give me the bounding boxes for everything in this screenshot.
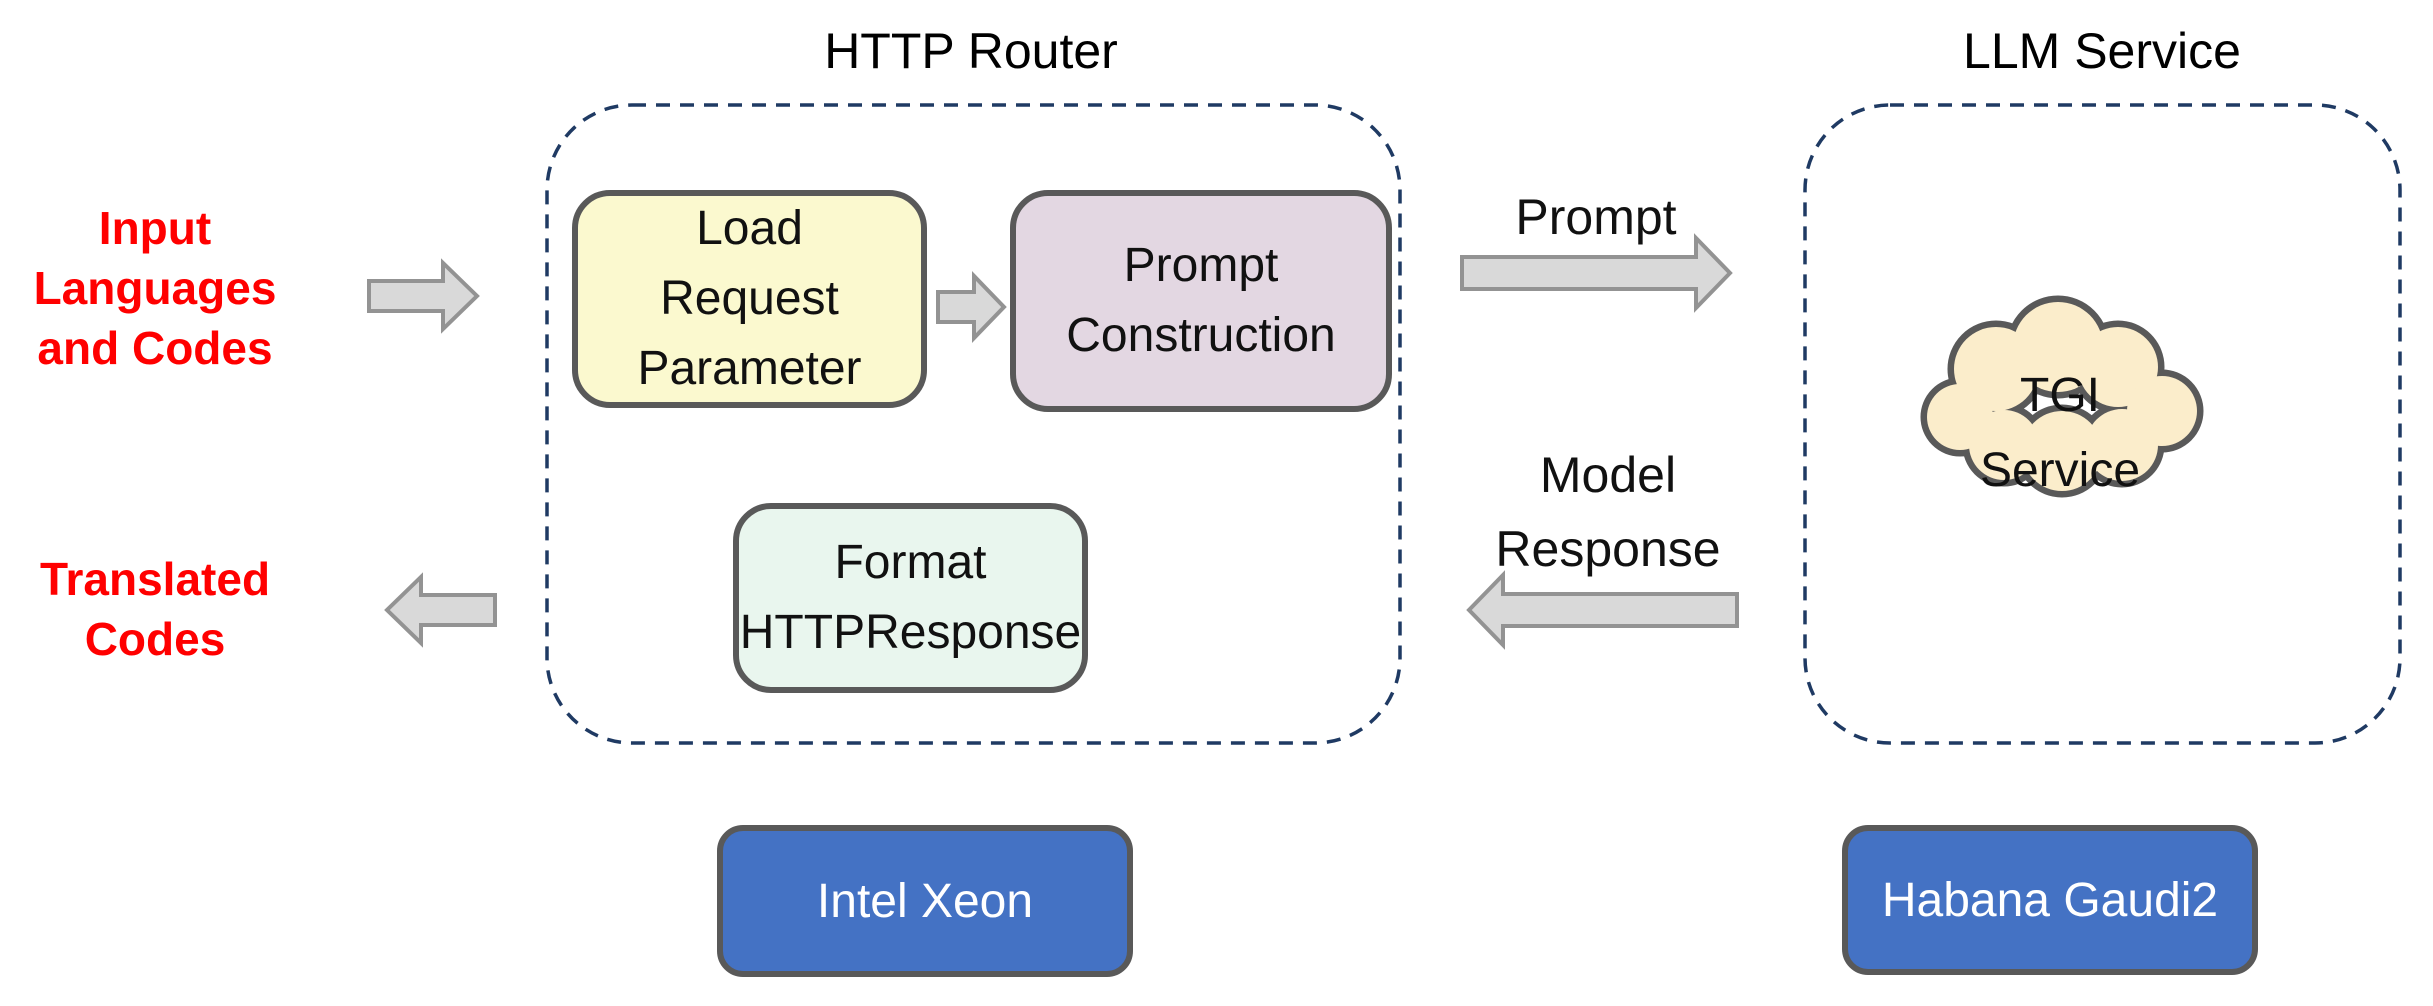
prompt-arrow-right-icon [1460,233,1733,313]
http-router-title: HTTP Router [824,23,1118,79]
step-arrow-right-icon [936,271,1007,343]
format-httpresponse-box: Format HTTPResponse [733,503,1088,693]
load-request-parameter-box: Load Request Parameter [572,190,927,408]
tgi-cloud-icon [1920,295,2204,498]
model-response-flow-label: Model Response [1495,447,1721,577]
translated-codes-label: Translated Codes [39,553,271,665]
llm-service-container [1803,103,2402,745]
prompt-flow-label: Prompt [1515,189,1677,245]
http-router-container [545,103,1402,745]
output-arrow-left-icon [384,572,497,648]
intel-xeon-box: Intel Xeon [717,825,1133,977]
tgi-service-cloud-label: TGI Service [1979,368,2141,497]
habana-gaudi2-box: Habana Gaudi2 [1842,825,2258,975]
model-response-arrow-left-icon [1466,570,1739,650]
input-arrow-right-icon [367,258,480,334]
prompt-construction-box: Prompt Construction [1010,190,1392,412]
input-languages-label: Input Languages and Codes [33,202,277,374]
llm-service-title: LLM Service [1963,23,2241,79]
